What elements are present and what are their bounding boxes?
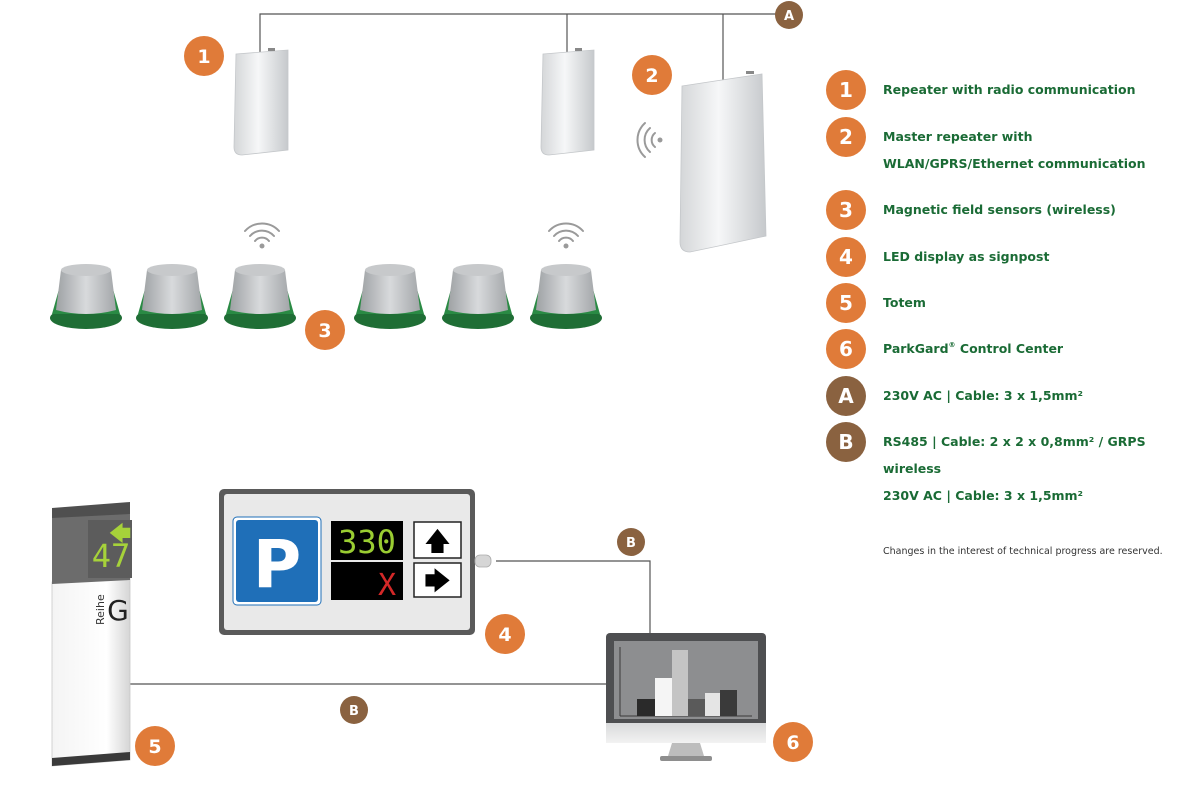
legend-marker: 4 (826, 237, 866, 277)
legend-item-1: 1 Repeater with radio communication (826, 70, 1186, 112)
sensor (50, 264, 122, 329)
wifi-icon (548, 222, 584, 250)
marker-b: B (340, 696, 368, 724)
sensor (530, 264, 602, 329)
totem-count: 47 (92, 537, 131, 575)
disclaimer-note: Changes in the interest of technical pro… (883, 546, 1163, 557)
repeater-left (233, 48, 289, 156)
legend-text: Control Center (955, 341, 1064, 356)
parking-letter: P (253, 526, 301, 603)
legend-text: LED display as signpost (883, 249, 1050, 264)
marker-5: 5 (135, 726, 175, 766)
legend-text: 230V AC | Cable: 3 x 1,5mm² (883, 488, 1084, 503)
svg-text:4: 4 (498, 624, 511, 646)
sensor (354, 264, 426, 329)
legend-text: wireless (883, 461, 942, 476)
arrow-right-icon: 🡆 (424, 567, 451, 597)
svg-text:3: 3 (318, 320, 331, 342)
marker-3: 3 (305, 310, 345, 350)
svg-text:B: B (349, 704, 359, 719)
legend-item-5: 5 Totem (826, 283, 1186, 325)
cable-b-sign-to-monitor (496, 560, 651, 633)
svg-text:6: 6 (786, 732, 799, 754)
marker-2: 2 (632, 55, 672, 95)
marker-4: 4 (485, 614, 525, 654)
svg-text:5: 5 (148, 736, 161, 758)
svg-text:1: 1 (197, 46, 210, 68)
sensor (442, 264, 514, 329)
control-center-monitor (606, 633, 766, 761)
legend-marker: 2 (826, 117, 866, 157)
legend-text: Master repeater with (883, 129, 1033, 144)
legend-item-4: 4 LED display as signpost (826, 237, 1186, 279)
marker-a: A (775, 1, 803, 29)
legend-text: RS485 | Cable: 2 x 2 x 0,8mm² / GRPS (883, 434, 1146, 449)
marker-b: B (617, 528, 645, 556)
cable-a (259, 13, 780, 80)
led-count: 330 (338, 523, 396, 561)
led-status: X (378, 568, 396, 603)
legend-marker: 1 (826, 70, 866, 110)
legend-text: Repeater with radio communication (883, 82, 1136, 97)
legend-marker: 3 (826, 190, 866, 230)
repeater-middle (540, 48, 595, 156)
sensor (224, 264, 296, 329)
marker-6: 6 (773, 722, 813, 762)
legend-item-3: 3 Magnetic field sensors (wireless) (826, 190, 1186, 232)
totem: 🡄 47 Reihe G (51, 502, 132, 767)
monitor-chart-icon (619, 647, 752, 717)
legend-item-b: B RS485 | Cable: 2 x 2 x 0,8mm² / GRPS wi… (826, 422, 1186, 503)
wifi-icon (636, 122, 664, 158)
svg-text:2: 2 (645, 65, 658, 87)
svg-text:A: A (784, 9, 794, 24)
legend-item-a: A 230V AC | Cable: 3 x 1,5mm² (826, 376, 1186, 418)
legend-text: Magnetic field sensors (wireless) (883, 202, 1116, 217)
legend-text: 230V AC | Cable: 3 x 1,5mm² (883, 388, 1084, 403)
parking-sign-icon (236, 520, 318, 602)
legend-text: WLAN/GPRS/Ethernet communication (883, 156, 1146, 171)
legend-item-6: 6 ParkGard® Control Center (826, 329, 1186, 371)
legend-text: ParkGard (883, 341, 949, 356)
legend-marker: B (826, 422, 866, 462)
arrow-up-icon: 🡅 (424, 527, 451, 557)
sensor (136, 264, 208, 329)
master-repeater (679, 71, 767, 253)
totem-arrow-icon: 🡄 (109, 522, 132, 547)
legend-marker: A (826, 376, 866, 416)
legend-text: Totem (883, 295, 926, 310)
led-display-sign: P 330 X 🡅 🡆 (219, 489, 492, 635)
registered-mark: ® (948, 341, 956, 349)
wifi-icon (244, 222, 280, 250)
svg-text:B: B (626, 536, 636, 551)
totem-row-label: Reihe (94, 594, 107, 625)
sign-connector (474, 554, 492, 568)
legend-marker: 6 (826, 329, 866, 369)
marker-1: 1 (184, 36, 224, 76)
totem-row-letter: G (107, 594, 129, 627)
legend-marker: 5 (826, 283, 866, 323)
